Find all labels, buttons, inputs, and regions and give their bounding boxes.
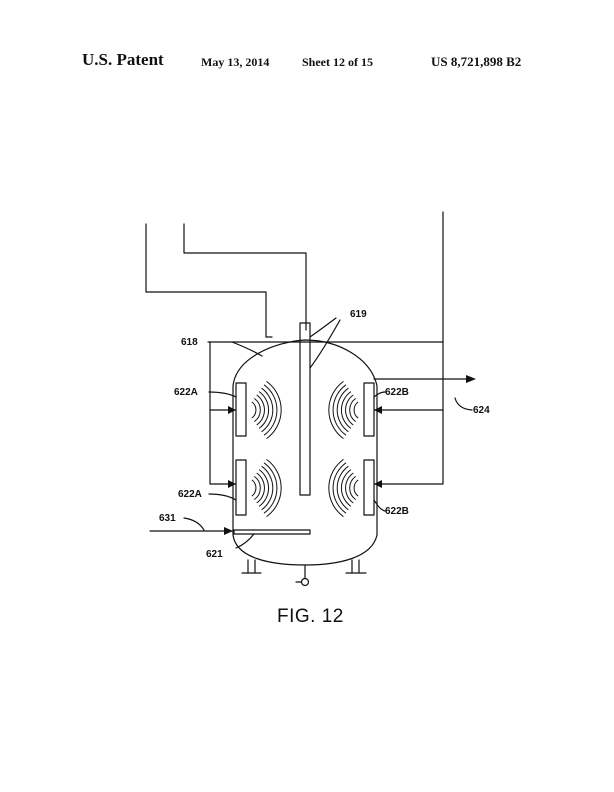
wave-arc — [349, 397, 357, 423]
wave-arc — [263, 462, 278, 514]
wave-arc — [341, 469, 352, 507]
central-pipe — [299, 322, 311, 496]
wave-arc — [266, 380, 282, 440]
wave-arc — [258, 469, 269, 507]
arrow-631 — [224, 527, 233, 535]
transducer-622A-top — [235, 382, 247, 437]
arrow-622A-bottom — [228, 480, 236, 488]
ref-621: 621 — [206, 549, 223, 560]
wave-arc — [332, 384, 347, 436]
feed-line-right — [373, 211, 444, 485]
arrow-622B-bottom — [374, 480, 382, 488]
manifold-left — [209, 341, 237, 485]
wave-arc — [256, 394, 265, 426]
sonic-waves-622A-bottom — [251, 458, 282, 518]
wave-arc — [328, 380, 344, 440]
ref-622A-top: 622A — [174, 387, 198, 398]
wave-arc — [263, 384, 278, 436]
wave-arc — [336, 465, 349, 511]
sparger-621 — [233, 529, 311, 535]
transducer-622A-bottom — [235, 459, 247, 516]
ref-622A-bottom: 622A — [178, 489, 202, 500]
leader-631 — [183, 517, 205, 531]
wave-arc — [251, 479, 257, 497]
patent-number: US 8,721,898 B2 — [431, 54, 522, 69]
leader-622B-bottom — [373, 499, 386, 512]
transducer-622B-top — [363, 382, 375, 437]
patent-label: U.S. Patent — [82, 50, 164, 69]
sonic-waves-622B-bottom — [328, 458, 359, 518]
arrow-624 — [466, 375, 476, 383]
figure-caption: FIG. 12 — [277, 606, 344, 627]
feed-line-middle — [183, 223, 307, 331]
sonic-waves-622A-top — [251, 380, 282, 440]
drain-valve — [300, 577, 310, 587]
arrow-622A-top — [228, 406, 236, 414]
vessel-outline — [232, 339, 378, 566]
feed-line-left — [145, 223, 273, 338]
ref-631: 631 — [159, 513, 176, 524]
wave-arc — [353, 401, 359, 419]
leader-622B-top — [373, 391, 386, 398]
wave-arc — [256, 472, 265, 504]
sonic-waves-622B-top — [328, 380, 359, 440]
wave-arc — [261, 465, 274, 511]
vessel-lead-618 — [231, 341, 263, 357]
ref-619: 619 — [350, 309, 367, 320]
leg-left — [247, 559, 256, 574]
wave-arc — [258, 391, 269, 429]
wave-arc — [253, 475, 261, 501]
wave-arc — [336, 387, 349, 433]
wave-arc — [349, 475, 357, 501]
ref-618: 618 — [181, 337, 198, 348]
wave-arc — [345, 394, 354, 426]
transducer-622B-bottom — [363, 459, 375, 516]
leg-right — [351, 559, 360, 574]
wave-arc — [328, 458, 344, 518]
ref-622B-bottom: 622B — [385, 506, 409, 517]
wave-arc — [341, 391, 352, 429]
pipe-leader — [309, 317, 341, 369]
leader-624 — [454, 397, 473, 411]
leader-622A-bottom — [208, 493, 237, 501]
wave-arc — [353, 479, 359, 497]
wave-arc — [251, 401, 257, 419]
leader-621 — [235, 533, 255, 549]
ref-624: 624 — [473, 405, 490, 416]
wave-arc — [266, 458, 282, 518]
wave-arc — [253, 397, 261, 423]
patent-date: May 13, 2014 — [201, 55, 270, 69]
arrow-622B-top — [374, 406, 382, 414]
wave-arc — [345, 472, 354, 504]
ref-622B-top: 622B — [385, 387, 409, 398]
sheet-number: Sheet 12 of 15 — [302, 55, 373, 69]
patent-header: U.S. Patent May 13, 2014 Sheet 12 of 15 … — [0, 50, 614, 70]
wave-arc — [332, 462, 347, 514]
wave-arc — [261, 387, 274, 433]
leader-622A-top — [208, 391, 237, 398]
